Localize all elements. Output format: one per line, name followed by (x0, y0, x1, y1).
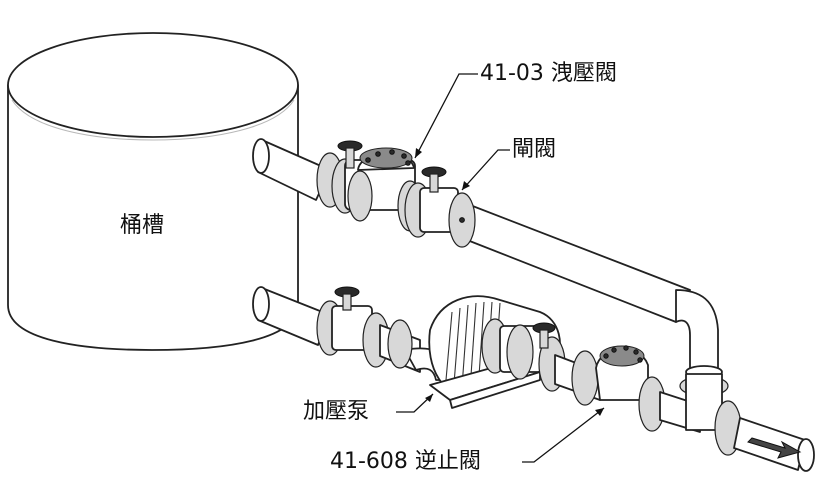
leader-lines (396, 73, 605, 463)
flow-arrow-icon (747, 437, 802, 459)
tank-label: 桶槽 (120, 213, 164, 238)
gate-valve (404, 166, 476, 248)
tank (7, 32, 299, 351)
relief-valve-assembly (316, 140, 423, 232)
lower-pipe-line (252, 286, 459, 381)
check-valve-label: 41-608 逆止閥 (330, 449, 481, 474)
relief-valve-bolts (365, 149, 411, 166)
booster-pump-label: 加壓泵 (303, 399, 369, 424)
gate-valve-label: 閘閥 (512, 137, 556, 162)
outlet-pipe (659, 373, 815, 472)
relief-valve-label: 41-03 洩壓閥 (480, 61, 617, 86)
lower-valves (499, 322, 666, 432)
check-valve-bolts (603, 345, 643, 363)
